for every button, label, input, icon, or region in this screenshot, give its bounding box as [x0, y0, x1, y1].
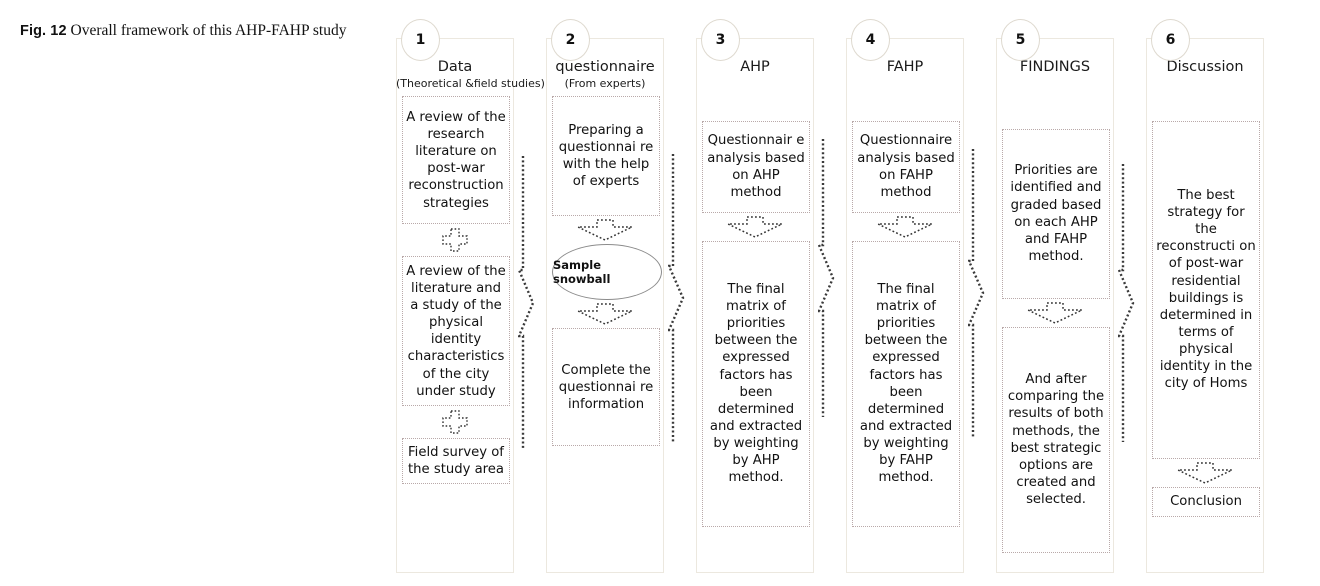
process-node: The final matrix of priorities between t… [702, 240, 810, 527]
process-node: Complete the questionnai re information [552, 328, 660, 447]
stage-column-5: 5 FINDINGS Priorities are identified and… [996, 19, 1114, 573]
plus-connector-icon [442, 410, 468, 435]
stage-badge-1: 1 [401, 19, 440, 61]
stage-subtitle-2: (From experts) [564, 76, 646, 90]
stage-link-arrow-2-3 [668, 148, 698, 448]
stage-link-arrow-3-4 [818, 133, 848, 423]
sample-ellipse-node: Sample snowball [552, 244, 662, 301]
stage-title-1: Data [437, 59, 473, 75]
stage-badge-3: 3 [701, 19, 740, 61]
stage-badge-4: 4 [851, 19, 890, 61]
down-arrow-icon [577, 303, 633, 326]
process-node: Field survey of the study area [402, 438, 510, 485]
process-node: Priorities are identified and graded bas… [1002, 128, 1110, 299]
stage-badge-5: 5 [1001, 19, 1040, 61]
stage-subtitle-3 [696, 78, 814, 93]
process-node: Preparing a questionnai re with the help… [552, 96, 660, 217]
stage-subtitle-5 [996, 78, 1114, 93]
stage-column-1: 1 Data (Theoretical &field studies) A re… [396, 19, 545, 573]
stage-subtitle-6 [1146, 78, 1264, 93]
ellipse-label: Sample snowball [553, 257, 611, 287]
stage-title-4: FAHP [886, 59, 924, 75]
stage-column-4: 4 FAHP Questionnaire analysis based on F… [846, 19, 964, 573]
process-node: A review of the research literature on p… [402, 96, 510, 225]
figure-caption: Fig. 12 Overall framework of this AHP-FA… [20, 20, 350, 41]
stage-title-2: questionnaire [555, 59, 655, 75]
stage-column-6: 6 Discussion The best strategy for the r… [1146, 19, 1264, 573]
stage-title-6: Discussion [1166, 59, 1244, 75]
process-node: Conclusion [1152, 486, 1260, 517]
process-node: The best strategy for the reconstructi o… [1152, 120, 1260, 459]
down-arrow-icon [1177, 461, 1233, 484]
stage-subtitle-1: (Theoretical &field studies) [396, 76, 545, 90]
down-arrow-icon [577, 219, 633, 242]
stage-badge-2: 2 [551, 19, 590, 61]
stage-subtitle-4 [846, 78, 964, 93]
stage-badge-6: 6 [1151, 19, 1190, 61]
stage-link-arrow-1-2 [518, 148, 548, 458]
figure-caption-text: Overall framework of this AHP-FAHP study [70, 22, 347, 39]
stage-link-arrow-4-5 [968, 143, 998, 443]
stage-title-5: FINDINGS [1019, 59, 1091, 75]
plus-connector-icon [442, 228, 468, 253]
figure-label: Fig. 12 [20, 23, 67, 39]
process-node: The final matrix of priorities between t… [852, 240, 960, 527]
process-node: Questionnaire analysis based on FAHP met… [852, 120, 960, 213]
process-node: Questionnair e analysis based on AHP met… [702, 120, 810, 213]
down-arrow-icon [1027, 301, 1083, 324]
stage-link-arrow-5-6 [1118, 158, 1148, 448]
process-node: A review of the literature and a study o… [402, 256, 510, 407]
stage-column-2: 2 questionnaire (From experts) Preparing… [546, 19, 664, 573]
stage-title-3: AHP [740, 59, 770, 75]
down-arrow-icon [877, 215, 933, 238]
process-node: And after comparing the results of both … [1002, 326, 1110, 553]
framework-diagram: 1 Data (Theoretical &field studies) A re… [396, 18, 1296, 573]
down-arrow-icon [727, 215, 783, 238]
stage-column-3: 3 AHP Questionnair e analysis based on A… [696, 19, 814, 573]
